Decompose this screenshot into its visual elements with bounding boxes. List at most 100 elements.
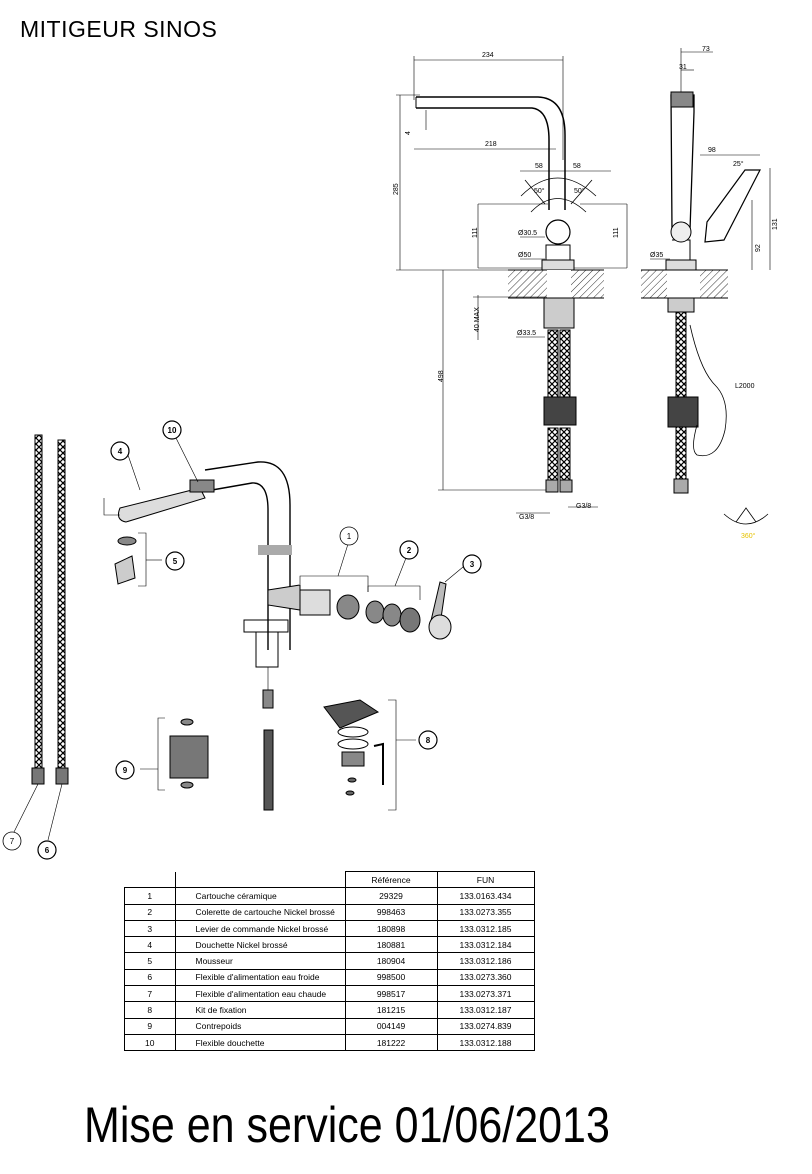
svg-text:8: 8 — [426, 736, 431, 745]
dim-total-width: 234 — [482, 52, 494, 59]
row-fun: 133.0163.434 — [436, 887, 535, 905]
callout-3: 3 — [462, 554, 482, 574]
row-description: Levier de commande Nickel brossé — [174, 919, 346, 938]
callout-5: 5 — [165, 551, 185, 571]
dim-right-offset: 58 — [573, 163, 581, 170]
dim-diam-base: Ø50 — [518, 252, 531, 259]
svg-text:3: 3 — [470, 560, 475, 569]
row-fun: 133.0312.187 — [436, 1001, 535, 1019]
row-description: Contrepoids — [174, 1017, 346, 1035]
header-reference: Référence — [344, 870, 438, 889]
row-description: Flexible douchette — [174, 1033, 346, 1052]
svg-text:9: 9 — [123, 766, 128, 775]
row-description: Douchette Nickel brossé — [174, 936, 346, 954]
service-date: Mise en service 01/06/2013 — [84, 1097, 610, 1153]
dim-side-angle: 25° — [733, 160, 744, 168]
svg-text:6: 6 — [45, 846, 50, 855]
dim-side-lever-height: 131 — [772, 218, 779, 230]
row-reference: 998517 — [344, 985, 438, 1003]
row-reference: 180904 — [344, 952, 438, 970]
svg-text:7: 7 — [10, 837, 15, 846]
svg-text:4: 4 — [118, 447, 123, 456]
callout-10: 10 — [162, 420, 182, 440]
row-fun: 133.0312.185 — [436, 919, 535, 938]
row-reference: 181222 — [344, 1033, 438, 1052]
row-description: Mousseur — [174, 952, 346, 970]
dim-side-h2: 92 — [755, 244, 762, 252]
dim-side-top-width: 73 — [702, 46, 710, 53]
row-reference: 181215 — [344, 1001, 438, 1019]
dim-diam-shank: Ø33.5 — [517, 330, 536, 337]
row-description: Colerette de cartouche Nickel brossé — [174, 903, 346, 921]
dim-side-diam-base: Ø35 — [650, 252, 663, 259]
row-fun: 133.0274.839 — [436, 1017, 535, 1035]
row-number: 4 — [124, 936, 176, 954]
dim-side-reach: 98 — [708, 147, 716, 154]
dim-thread-right: G3/8 — [576, 503, 591, 510]
row-number: 1 — [124, 887, 176, 905]
row-description: Cartouche céramique — [174, 887, 346, 905]
dim-side-height-right: 111 — [613, 227, 620, 238]
dim-thread-left: G3/8 — [519, 514, 534, 521]
row-fun: 133.0312.184 — [436, 936, 535, 954]
row-reference: 998500 — [344, 968, 438, 987]
front-view — [396, 56, 628, 514]
callout-1: 1 — [339, 526, 359, 546]
row-description: Flexible d'alimentation eau chaude — [174, 985, 346, 1003]
row-number: 6 — [124, 968, 176, 987]
row-number: 7 — [124, 985, 176, 1003]
row-number: 3 — [124, 919, 176, 938]
svg-text:1: 1 — [347, 532, 352, 541]
row-number: 2 — [124, 903, 176, 921]
svg-text:10: 10 — [168, 426, 177, 435]
row-fun: 133.0273.371 — [436, 985, 535, 1003]
callout-9: 9 — [115, 760, 135, 780]
dim-side-height-left: 111 — [472, 227, 479, 238]
dim-left-offset: 58 — [535, 163, 543, 170]
row-reference: 180898 — [344, 919, 438, 938]
row-reference: 29329 — [344, 887, 438, 905]
dim-total-height: 285 — [393, 183, 400, 195]
row-reference: 180881 — [344, 936, 438, 954]
dim-side-top-small: 31 — [679, 64, 687, 71]
callout-7: 7 — [2, 831, 22, 851]
callout-2: 2 — [399, 540, 419, 560]
table-header-row: Référence FUN — [124, 870, 535, 889]
row-number: 9 — [124, 1017, 176, 1035]
row-reference: 998463 — [344, 903, 438, 921]
callouts: 1 2 3 4 5 6 7 8 9 10 — [2, 420, 482, 860]
callout-8: 8 — [418, 730, 438, 750]
side-view — [641, 48, 771, 525]
dim-rotation: 360° — [741, 532, 756, 540]
dim-angle-left: 50° — [534, 187, 545, 195]
callout-6: 6 — [37, 840, 57, 860]
dim-max-thickness: 40 MAX — [474, 307, 481, 332]
row-number: 8 — [124, 1001, 176, 1019]
page-title: MITIGEUR SINOS — [20, 16, 218, 42]
exploded-view — [13, 434, 464, 841]
dim-shower-hose: L2000 — [735, 383, 755, 390]
svg-text:5: 5 — [173, 557, 178, 566]
row-reference: 004149 — [344, 1017, 438, 1035]
header-fun: FUN — [436, 870, 535, 889]
callout-4: 4 — [110, 441, 130, 461]
row-number: 10 — [124, 1033, 176, 1052]
row-fun: 133.0273.360 — [436, 968, 535, 987]
row-fun: 133.0273.355 — [436, 903, 535, 921]
svg-text:2: 2 — [407, 546, 412, 555]
row-description: Flexible d'alimentation eau froide — [174, 968, 346, 987]
row-number: 5 — [124, 952, 176, 970]
dim-diam-body: Ø30.5 — [518, 230, 537, 237]
dim-hose-length: 498 — [438, 370, 445, 382]
